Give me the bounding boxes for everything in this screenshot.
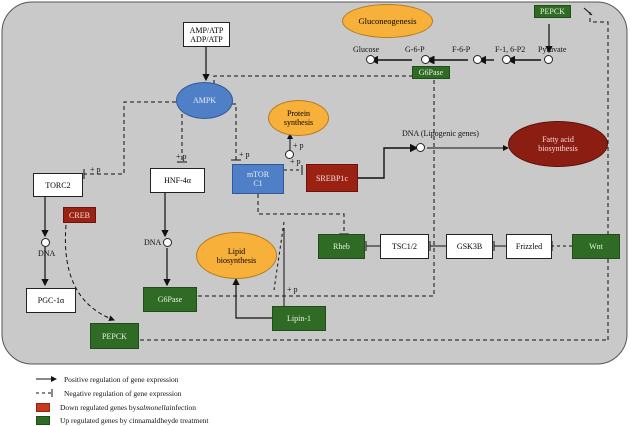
hnf4a-node: HNF-4α: [150, 168, 205, 193]
gluconeogenesis-node: Gluconeogenesis: [342, 4, 433, 38]
edge-ampk-mtor: [232, 103, 237, 160]
tsc12-node: TSC1/2: [380, 234, 429, 259]
legend-up-swatch: [36, 416, 50, 425]
legend-down-suffix: infection: [169, 403, 197, 412]
ampk-node: AMPK: [176, 82, 233, 119]
edge-ampk-torc2: [84, 101, 176, 175]
creb-node: CREB: [63, 207, 96, 223]
g6pase-mid-node: G6Pase: [143, 287, 197, 312]
f16p2-circle: [502, 55, 511, 64]
legend-negative: Negative regulation of gene expression: [64, 389, 182, 398]
legend-down-italic: salmonella: [136, 403, 170, 412]
torc2-node: TORC2: [33, 173, 83, 197]
phospho-mark-torc2: + p: [90, 165, 101, 174]
dna-lipogenic-label: DNA (Lipogenic genes): [402, 129, 479, 138]
legend-down-prefix: Down regulated genes by: [60, 403, 137, 412]
phospho-mark-protein: + p: [293, 141, 304, 150]
glucose-label: Glucose: [353, 45, 380, 54]
f6p-circle: [473, 55, 482, 64]
lipin1-node: Lipin-1: [272, 306, 326, 331]
g6pase-top-node: G6Pase: [412, 66, 450, 79]
edge-ampk-g6pase: [213, 75, 420, 84]
g6p-label: G-6-P: [405, 45, 425, 54]
mtor-node: mTOR C1: [232, 164, 284, 194]
mtor-junction-circle: [285, 150, 294, 159]
amp-atp-ratio-box: AMP/ATP ADP/ATP: [183, 22, 230, 47]
rheb-node: Rheb: [318, 234, 365, 259]
g6p-circle: [421, 55, 430, 64]
pepck-bottom-node: PEPCK: [90, 323, 139, 349]
f6p-label: F-6-P: [452, 45, 471, 54]
protein-synthesis-node: Protein synthesis: [268, 100, 329, 136]
legend-up: Up regulated genes by cinnamaldheyde tre…: [36, 416, 208, 425]
dna-left-circle: [41, 238, 50, 247]
phospho-mark-lipin: + p: [287, 285, 298, 294]
lipid-biosynthesis-node: Lipid biosynthesis: [196, 232, 277, 279]
f16p2-label: F-1, 6-P2: [495, 45, 526, 54]
gsk3b-node: GSK3B: [446, 234, 493, 259]
legend-up-text: Up regulated genes by cinnamaldheyde tre…: [60, 416, 209, 425]
pyruvate-label: Pyruvate: [538, 45, 567, 54]
edge-srebp-dna: [358, 143, 419, 179]
legend-down: Down regulated genes by salmonella infec…: [36, 403, 196, 412]
srebp1c-node: SREBP1c: [306, 164, 358, 192]
wnt-node: Wnt: [572, 234, 620, 259]
glucose-circle: [366, 55, 375, 64]
adp-atp-label: ADP/ATP: [190, 34, 223, 44]
dna-lipogenic-circle: [416, 143, 425, 152]
dna-mid-circle: [163, 238, 172, 247]
fatty-acid-biosynthesis-node: Fatty acid biosynthesis: [508, 121, 608, 167]
phospho-mark-hnf4a: + p: [176, 152, 187, 161]
dna-left-label: DNA: [38, 249, 56, 258]
dna-mid-label: DNA: [144, 238, 162, 247]
pepck-top-node: PEPCK: [534, 5, 571, 18]
legend-positive: Positive regulation of gene expression: [64, 375, 179, 384]
pgc1a-node: PGC-1α: [26, 288, 76, 313]
pyruvate-circle: [544, 55, 553, 64]
frizzled-node: Frizzled: [506, 234, 552, 259]
phospho-mark-srebp: + p: [290, 157, 301, 166]
amp-atp-label: AMP/ATP: [189, 25, 224, 35]
legend-down-swatch: [36, 403, 50, 412]
phospho-mark-mtor: + p: [239, 150, 250, 159]
